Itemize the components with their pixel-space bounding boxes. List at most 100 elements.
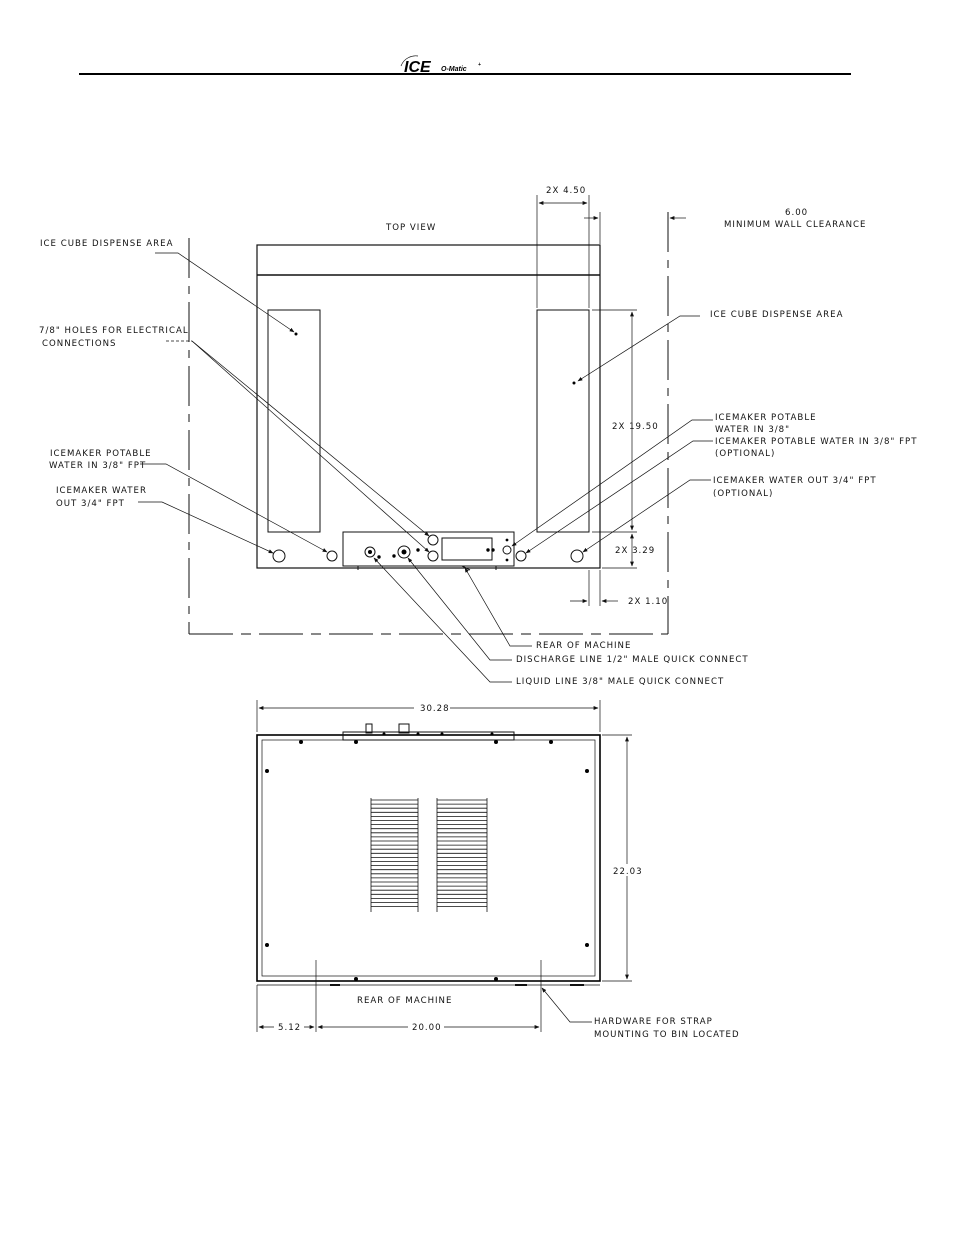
dim-label-bg-22.03 <box>611 864 643 876</box>
cabinet-top-outline <box>256 244 601 569</box>
screw-2 <box>354 740 358 744</box>
leader-potable-optional <box>525 440 713 554</box>
dim-label-19.50: 2X 19.50 <box>612 422 659 432</box>
panel-dot-6 <box>505 538 509 542</box>
leader-ice-cube-right <box>577 315 700 382</box>
label-potable-left-line1: ICEMAKER POTABLE <box>50 449 152 459</box>
leader-discharge-line <box>407 557 512 661</box>
bottom-screws <box>265 732 589 981</box>
leader-water-out-right <box>582 479 711 553</box>
dispense-area-left <box>267 309 321 533</box>
dispense-area-right <box>536 309 590 533</box>
label-potable-left-line2: WATER IN 3/8" FPT <box>49 461 146 471</box>
vent-right <box>436 798 488 912</box>
dim-label-30.28: 30.28 <box>420 704 450 714</box>
panel-dot-4 <box>486 548 490 552</box>
dim-label-4.50: 2X 4.50 <box>546 186 586 196</box>
bottom-view: 30.28 <box>256 700 740 1040</box>
label-liquid-line: LIQUID LINE 3/8" MALE QUICK CONNECT <box>516 677 724 687</box>
logo-swoosh-icon <box>400 55 419 67</box>
bottom-fitting-1 <box>365 723 373 734</box>
hole-electrical-1 <box>427 534 439 546</box>
screw-11 <box>382 732 386 736</box>
panel-dot-3 <box>416 548 420 552</box>
hole-potable-right <box>515 550 527 562</box>
hole-electrical-2 <box>427 550 439 562</box>
dispense-marker-right <box>572 381 576 385</box>
panel-dot-1 <box>377 555 381 559</box>
leader-hardware-strap <box>541 987 592 1023</box>
screw-9 <box>354 977 358 981</box>
screw-1 <box>299 740 303 744</box>
label-electrical-holes-line1: 7/8" HOLES FOR ELECTRICAL <box>39 326 189 336</box>
screw-3 <box>494 740 498 744</box>
screw-13 <box>440 732 444 736</box>
dim-label-22.03: 22.03 <box>613 867 643 877</box>
leader-electrical-2 <box>191 340 430 553</box>
top-view-title: TOP VIEW <box>385 223 436 233</box>
hole-water-out-right <box>570 549 584 563</box>
screw-8 <box>585 943 589 947</box>
leader-potable-right <box>511 419 713 547</box>
leader-electrical-1 <box>191 340 430 537</box>
dim-label-bg-5.12 <box>274 1020 304 1032</box>
screw-5 <box>265 769 269 773</box>
logo-subtext: O-Matic <box>441 66 467 73</box>
label-potable-right-line2: WATER IN 3/8" <box>715 425 790 435</box>
label-rear-of-machine-bottom: REAR OF MACHINE <box>357 996 452 1006</box>
leader-ice-cube-left <box>155 252 295 333</box>
screw-4 <box>549 740 553 744</box>
logo-registered-mark: + <box>478 62 481 68</box>
label-electrical-holes-line2: CONNECTIONS <box>42 339 116 349</box>
screw-10 <box>494 977 498 981</box>
dim-label-20.00: 20.00 <box>412 1023 442 1033</box>
label-rear-of-machine-top: REAR OF MACHINE <box>536 641 631 651</box>
logo-text: ICE <box>404 59 432 76</box>
dim-label-bg-20.00 <box>408 1020 444 1032</box>
panel-dot-2 <box>392 554 396 558</box>
label-potable-right-line1: ICEMAKER POTABLE <box>715 413 817 423</box>
potable-fitting-icon <box>502 545 512 555</box>
hole-water-out-left <box>272 549 286 563</box>
top-view: 2X 4.50 6.00 MINIMUM WALL CLEARANCE TOP … <box>39 186 917 687</box>
label-ice-cube-dispense-right: ICE CUBE DISPENSE AREA <box>710 310 843 320</box>
label-hardware-strap-line1: HARDWARE FOR STRAP <box>594 1017 713 1027</box>
label-ice-cube-dispense-left: ICE CUBE DISPENSE AREA <box>40 239 173 249</box>
dim-label-bg-30.28 <box>414 701 450 713</box>
liquid-line-fitting-icon <box>364 546 376 558</box>
dim-label-3.29: 2X 3.29 <box>615 546 655 556</box>
dim-label-1.10: 2X 1.10 <box>628 597 668 607</box>
leader-water-out-left <box>138 501 274 554</box>
bottom-fitting-2 <box>398 723 410 734</box>
screw-7 <box>265 943 269 947</box>
leader-rear-of-machine <box>464 567 532 647</box>
label-water-out-right-line2: (OPTIONAL) <box>713 489 773 499</box>
leader-liquid-line <box>373 557 512 683</box>
dispense-marker-left <box>294 332 298 336</box>
label-water-out-left-line1: ICEMAKER WATER <box>56 486 147 496</box>
screw-14 <box>490 732 494 736</box>
label-discharge-line: DISCHARGE LINE 1/2" MALE QUICK CONNECT <box>516 655 749 665</box>
screw-6 <box>585 769 589 773</box>
discharge-line-fitting-icon <box>397 545 411 559</box>
screw-12 <box>416 732 420 736</box>
label-water-out-left-line2: OUT 3/4" FPT <box>56 499 125 509</box>
label-potable-optional-line1: ICEMAKER POTABLE WATER IN 3/8" FPT <box>715 437 917 447</box>
hole-potable-left <box>326 550 338 562</box>
min-wall-clearance-label: MINIMUM WALL CLEARANCE <box>724 220 866 230</box>
liquid-line-fitting-core <box>368 550 372 554</box>
cabinet-bottom-outline <box>256 734 601 982</box>
rear-panel-inner-rect <box>441 537 493 561</box>
leader-potable-left <box>140 463 328 553</box>
vent-left <box>370 798 419 912</box>
bottom-rear-panel <box>342 731 515 741</box>
header: ICE O-Matic + <box>79 55 851 76</box>
dim-label-5.12: 5.12 <box>278 1023 301 1033</box>
panel-dot-5 <box>491 548 495 552</box>
label-water-out-right-line1: ICEMAKER WATER OUT 3/4" FPT <box>713 476 877 486</box>
cabinet-bottom-inner <box>261 739 596 977</box>
discharge-line-fitting-core <box>401 549 407 555</box>
label-hardware-strap-line2: MOUNTING TO BIN LOCATED <box>594 1030 740 1040</box>
